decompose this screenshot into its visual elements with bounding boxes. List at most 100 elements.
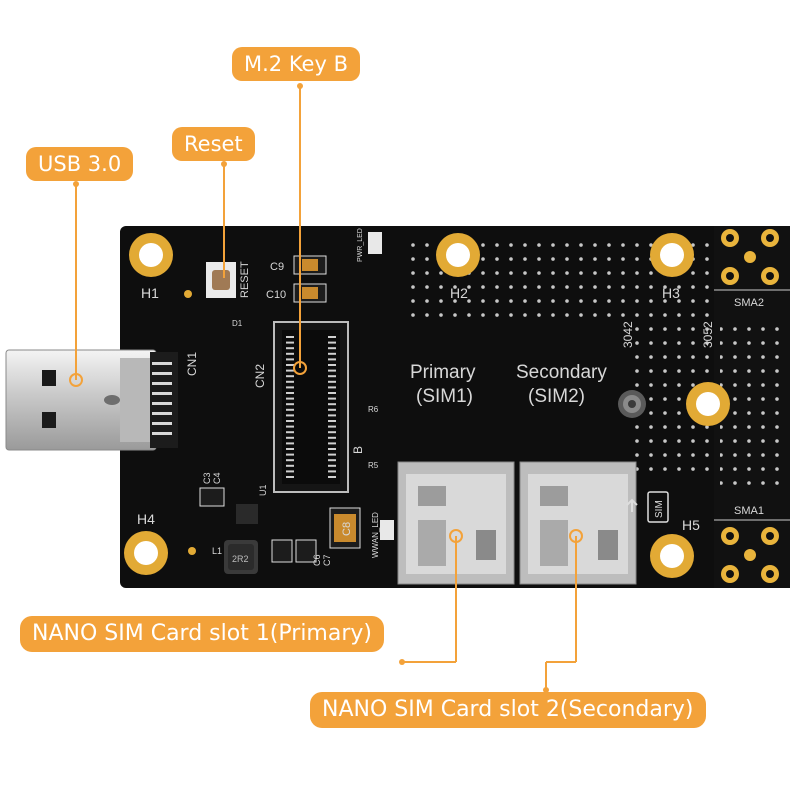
m2-pin — [286, 392, 294, 394]
m2-pin — [328, 352, 336, 355]
mount-hole-h2 — [436, 233, 480, 277]
m2-pin — [286, 397, 294, 400]
m2-pin — [328, 448, 336, 450]
m2-pin — [328, 436, 336, 439]
m2-pin — [286, 476, 294, 478]
m2-pin — [286, 425, 294, 428]
callout-leaders — [75, 84, 577, 690]
m2-pin — [286, 459, 294, 462]
callout-usb: USB 3.0 — [26, 147, 134, 181]
label-sim-icon: SIM — [654, 500, 665, 518]
m2-pin — [328, 397, 336, 400]
m2-pin — [286, 448, 294, 450]
label-cn1: CN1 — [185, 352, 199, 376]
m2-pin — [286, 369, 294, 372]
m2-pin — [286, 453, 294, 456]
mount-hole-h1 — [129, 233, 173, 277]
capacitor-c8 — [329, 507, 361, 549]
label-sma2: SMA2 — [734, 297, 764, 309]
m2-pin — [286, 408, 294, 411]
mount-hole-h5 — [650, 534, 694, 578]
m2-pin — [286, 341, 294, 344]
label-l1: L1 — [212, 546, 222, 556]
sim-slot-2 — [519, 461, 637, 585]
label-d1: D1 — [232, 319, 243, 328]
m2-pin — [328, 425, 336, 428]
mount-hole-3052 — [686, 382, 730, 426]
label-c3: C3 — [202, 472, 212, 484]
reset-button-component — [206, 262, 236, 298]
m2-pin — [328, 386, 336, 389]
inductor-l1 — [224, 540, 258, 574]
m2-pin — [328, 392, 336, 394]
label-h1: H1 — [141, 285, 159, 301]
mount-hole-h3 — [650, 233, 694, 277]
label-c8: C8 — [341, 522, 353, 536]
capacitor-c10 — [293, 283, 327, 303]
m2-pin — [286, 386, 294, 389]
label-h3: H3 — [662, 285, 680, 301]
m2-pin — [286, 420, 294, 422]
inductor-marking: 2R2 — [232, 554, 249, 564]
label-c6: C6 — [312, 554, 322, 566]
label-h2: H2 — [450, 285, 468, 301]
callout-m2-key-b: M.2 Key B — [232, 47, 360, 81]
label-c9: C9 — [270, 261, 284, 273]
callout-sim-slot-1: NANO SIM Card slot 1(Primary) — [20, 616, 384, 652]
standoff-screw — [618, 390, 646, 418]
m2-pin — [286, 347, 294, 350]
m2-pin — [328, 341, 336, 344]
capacitor-c9 — [293, 255, 327, 275]
label-h5: H5 — [682, 517, 700, 533]
m2-pin — [286, 442, 294, 445]
m2-pin — [328, 464, 336, 467]
label-wwan-led: WWAN_LED — [371, 512, 380, 558]
m2-pin — [328, 442, 336, 445]
m2-pin — [286, 436, 294, 439]
label-secondary: Secondary — [516, 362, 607, 383]
m2-pin — [286, 380, 294, 383]
m2-pin — [328, 476, 336, 478]
label-sim1: (SIM1) — [416, 386, 473, 407]
sma2-connector — [721, 229, 779, 285]
m2-pin — [328, 364, 336, 366]
label-cn2: CN2 — [253, 364, 267, 388]
label-u1: U1 — [258, 484, 268, 496]
m2-pin — [286, 470, 294, 473]
m2-pin — [328, 453, 336, 456]
m2-pin — [328, 336, 336, 338]
label-primary: Primary — [410, 362, 476, 383]
m2-pin — [328, 420, 336, 422]
m2-pin — [328, 431, 336, 434]
label-r5: R5 — [368, 461, 379, 470]
label-reset: RESET — [239, 261, 251, 298]
m2-pin — [286, 414, 294, 417]
m2-pin — [286, 403, 294, 406]
m2-pin — [328, 369, 336, 372]
callout-reset: Reset — [172, 127, 255, 161]
label-pwr-led: PWR_LED — [357, 228, 364, 262]
m2-pin — [328, 358, 336, 361]
label-c4: C4 — [212, 472, 222, 484]
mount-hole-h4 — [124, 531, 168, 575]
m2-pin — [286, 358, 294, 361]
m2-pin — [328, 375, 336, 378]
m2-pin — [286, 364, 294, 366]
label-c10: C10 — [266, 289, 286, 301]
m2-pin — [328, 414, 336, 417]
label-c7: C7 — [322, 554, 332, 566]
m2-pin — [328, 470, 336, 473]
label-h4: H4 — [137, 511, 155, 527]
m2-pin — [328, 459, 336, 462]
label-3042: 3042 — [621, 321, 635, 348]
m2-pin — [286, 352, 294, 355]
m2-connector — [273, 321, 349, 493]
label-b: B — [351, 446, 365, 454]
label-3052: 3052 — [701, 321, 715, 348]
m2-pin — [328, 408, 336, 411]
m2-pin — [328, 403, 336, 406]
label-r6: R6 — [368, 405, 379, 414]
label-sma1: SMA1 — [734, 505, 764, 517]
